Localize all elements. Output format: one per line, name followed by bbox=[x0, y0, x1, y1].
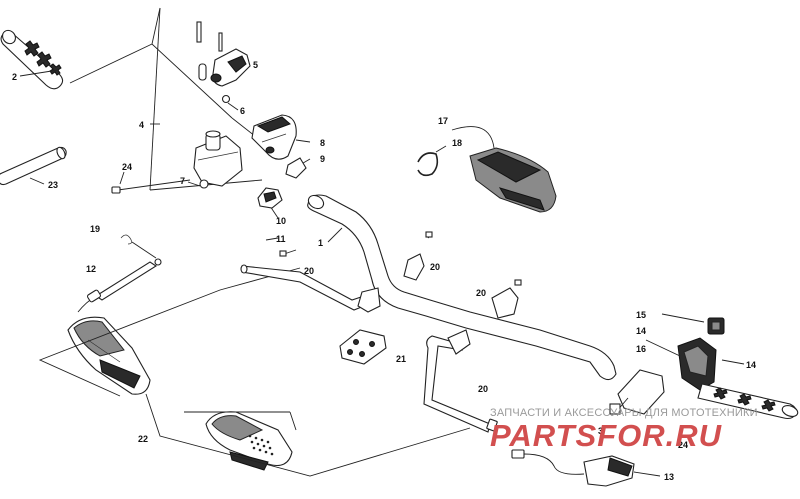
callout-21: 21 bbox=[396, 354, 406, 364]
callout-3: 3 bbox=[598, 426, 603, 436]
callout-6: 6 bbox=[240, 106, 245, 116]
clamp-lever bbox=[196, 21, 251, 104]
callout-24b: 24 bbox=[678, 440, 688, 450]
callout-20b: 20 bbox=[430, 262, 440, 272]
callout-20d: 20 bbox=[478, 384, 488, 394]
callout-12: 12 bbox=[86, 264, 96, 274]
callout-22: 22 bbox=[138, 434, 148, 444]
callout-20c: 20 bbox=[476, 288, 486, 298]
switch-housing bbox=[609, 313, 745, 415]
callout-17: 17 bbox=[438, 116, 448, 126]
bar-sleeve bbox=[0, 146, 67, 186]
throttle-cable bbox=[77, 234, 162, 313]
callout-5: 5 bbox=[253, 60, 258, 70]
callout-2: 2 bbox=[12, 72, 17, 82]
reservoir-cap bbox=[257, 187, 283, 209]
callout-4: 4 bbox=[139, 120, 144, 130]
callout-labels: 1 2 3 4 5 6 7 8 9 10 11 12 13 14 14 15 1… bbox=[12, 60, 756, 482]
mount-bar-upper bbox=[240, 249, 375, 311]
watermark-logo: PARTSFOR.RU bbox=[490, 418, 723, 453]
callout-24a: 24 bbox=[122, 162, 132, 172]
callout-1: 1 bbox=[318, 238, 323, 248]
left-grip bbox=[0, 29, 64, 90]
heater-element bbox=[511, 449, 661, 487]
right-grip bbox=[697, 383, 799, 420]
callout-19: 19 bbox=[90, 224, 100, 234]
handguard-left bbox=[67, 316, 151, 395]
watermark-caption: ЗАПЧАСТИ И АКСЕССУАРЫ ДЛЯ МОТОТЕХНИКИ bbox=[490, 407, 758, 419]
callout-14a: 14 bbox=[636, 326, 646, 336]
callout-10: 10 bbox=[276, 216, 286, 226]
watermark: ЗАПЧАСТИ И АКСЕССУАРЫ ДЛЯ МОТОТЕХНИКИ PA… bbox=[490, 407, 758, 453]
callout-20a: 20 bbox=[304, 266, 314, 276]
bolt-left bbox=[111, 179, 191, 194]
main-handlebar bbox=[307, 194, 617, 381]
callout-15: 15 bbox=[636, 310, 646, 320]
mount-bar-lower bbox=[423, 335, 498, 433]
callout-11: 11 bbox=[276, 234, 286, 244]
callout-7: 7 bbox=[180, 176, 185, 186]
master-cylinder bbox=[193, 130, 243, 189]
bracket-plate bbox=[339, 329, 387, 365]
callout-9: 9 bbox=[320, 154, 325, 164]
callout-18: 18 bbox=[452, 138, 462, 148]
handguard-leaders bbox=[38, 267, 471, 477]
clip bbox=[417, 145, 447, 177]
small-clamp bbox=[285, 157, 307, 179]
callout-8: 8 bbox=[320, 138, 325, 148]
callout-23: 23 bbox=[48, 180, 58, 190]
handguard-right bbox=[205, 411, 293, 471]
right-guard-shell bbox=[451, 126, 557, 213]
callout-14b: 14 bbox=[746, 360, 756, 370]
callout-16: 16 bbox=[636, 344, 646, 354]
callout-13: 13 bbox=[664, 472, 674, 482]
brake-perch-housing bbox=[251, 114, 297, 160]
